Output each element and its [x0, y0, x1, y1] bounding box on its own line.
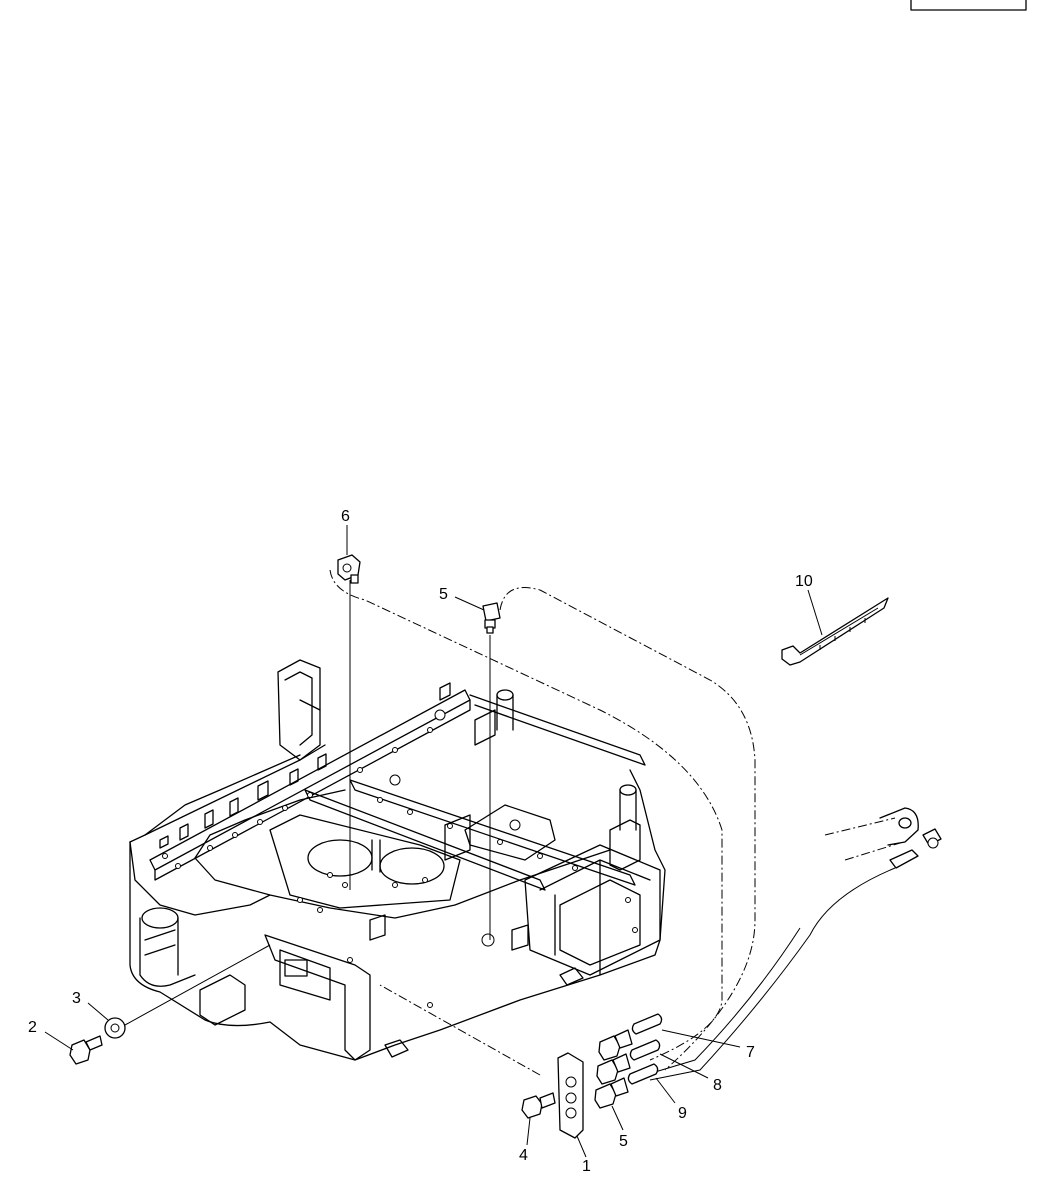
part-1-plate — [557, 1052, 584, 1139]
callout-5-top: 5 — [439, 586, 448, 603]
part-5-fittings-bottom — [594, 1029, 633, 1109]
callout-7: 7 — [746, 1044, 755, 1061]
callout-3: 3 — [72, 990, 81, 1007]
part-7-sleeve — [631, 1013, 663, 1035]
part-5-fitting-top — [482, 602, 501, 634]
part-6-elbow-fitting — [337, 554, 361, 584]
part-8-sleeve — [629, 1039, 661, 1061]
part-9-sleeve — [627, 1063, 659, 1085]
callout-1: 1 — [582, 1158, 591, 1175]
callout-2: 2 — [28, 1019, 37, 1036]
cylinder-end — [824, 807, 942, 869]
callout-5-bottom: 5 — [619, 1133, 628, 1150]
callout-6: 6 — [341, 508, 350, 525]
turntable-frame — [129, 659, 666, 1061]
part-4-grease-nipple — [521, 1092, 556, 1119]
part-3-washer — [104, 1017, 126, 1039]
callout-8: 8 — [713, 1077, 722, 1094]
callout-10: 10 — [795, 573, 813, 590]
frame-holes — [162, 709, 638, 1008]
callout-labels: 6 5 10 3 2 7 8 9 4 1 5 — [28, 508, 813, 1175]
part-10-cable-tie — [781, 597, 889, 666]
part-2-bolt — [69, 1035, 103, 1065]
grease-lines — [124, 569, 896, 1081]
page-corner-box — [910, 0, 1027, 11]
callout-4: 4 — [519, 1147, 528, 1164]
callout-9: 9 — [678, 1105, 687, 1122]
callout-leaders — [44, 525, 823, 1158]
